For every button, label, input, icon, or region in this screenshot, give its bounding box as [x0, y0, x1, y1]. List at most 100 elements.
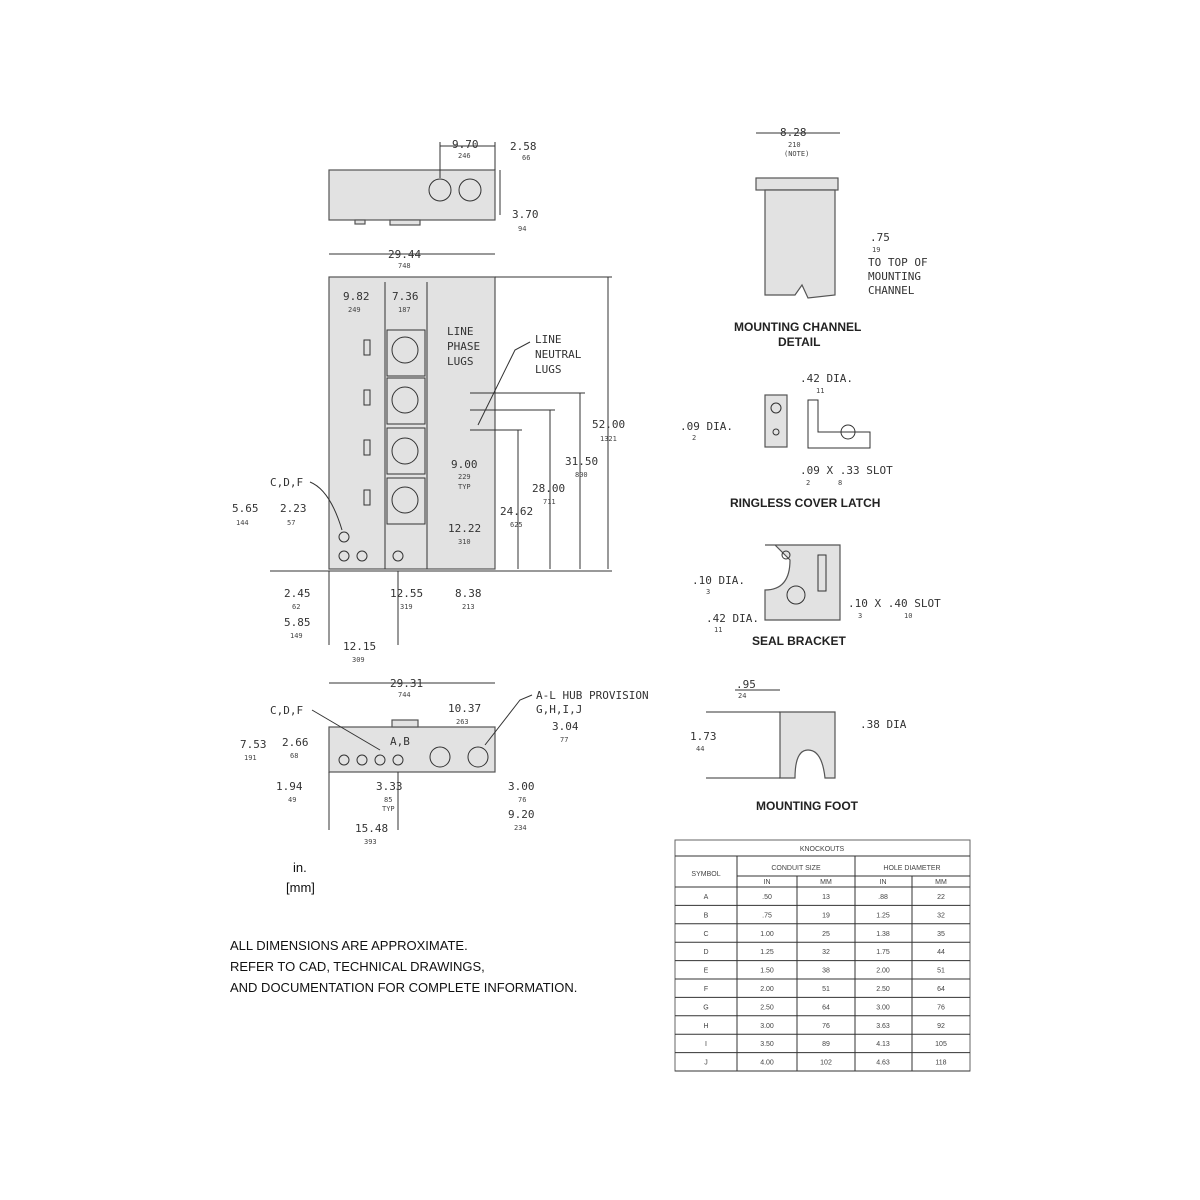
dim-text: 7.53	[240, 738, 267, 751]
label-text: LUGS	[535, 363, 562, 376]
table-cell: 2.50	[760, 1004, 774, 1011]
dim-text: 8	[838, 479, 842, 487]
dim-text: .38 DIA	[860, 718, 907, 731]
dim-text: 57	[287, 519, 295, 527]
dim-text: 12.15	[343, 640, 376, 653]
label-text: G,H,I,J	[536, 703, 582, 716]
table-cell: D	[703, 949, 708, 956]
detail-title: RINGLESS COVER LATCH	[730, 496, 880, 510]
dim-text: 744	[398, 691, 411, 699]
dim-text: 11	[714, 626, 722, 634]
table-cell: 2.00	[760, 986, 774, 993]
dim-text: 310	[458, 538, 471, 546]
table-cell: 89	[822, 1041, 830, 1048]
bottom-view: 29.31 744 10.37 263 A-L HUB PROVISION G,…	[240, 677, 649, 846]
table-header: SYMBOL	[691, 871, 720, 878]
label-text: LINE	[535, 333, 562, 346]
detail-title: MOUNTING FOOT	[756, 799, 859, 813]
dim-text: 3	[858, 612, 862, 620]
label-text: TO TOP OF	[868, 256, 928, 269]
table-cell: 1.38	[876, 931, 890, 938]
dim-text: 2.45	[284, 587, 311, 600]
dim-text: 393	[364, 838, 377, 846]
dim-text: 144	[236, 519, 249, 527]
detail-title: MOUNTING CHANNEL	[734, 320, 861, 334]
dim-text: 2.58	[510, 140, 537, 153]
table-cell: 3.63	[876, 1023, 890, 1030]
table-cell: 64	[822, 1004, 830, 1011]
table-cell: E	[704, 968, 709, 975]
table-cell: 4.00	[760, 1060, 774, 1067]
table-cell: 1.25	[876, 912, 890, 919]
label-text: C,D,F	[270, 704, 303, 717]
dim-text: .10 DIA.	[692, 574, 745, 587]
dim-text: .42 DIA.	[706, 612, 759, 625]
ringless-cover-latch: .42 DIA. 11 .09 DIA. 2 .09 X .33 SLOT 2 …	[680, 372, 893, 510]
dim-text: 246	[458, 152, 471, 160]
dim-text: 191	[244, 754, 257, 762]
table-cell: 1.25	[760, 949, 774, 956]
table-cell: 13	[822, 894, 830, 901]
table-cell: G	[703, 1004, 708, 1011]
dim-text: 19	[872, 246, 880, 254]
dim-text: 10.37	[448, 702, 481, 715]
label-text: PHASE	[447, 340, 480, 353]
knockouts-table: KNOCKOUTS SYMBOL CONDUIT SIZE HOLE DIAME…	[674, 839, 971, 1072]
dim-text: 85	[384, 796, 392, 804]
table-cell: 118	[935, 1060, 946, 1067]
units-inch: in.	[293, 860, 307, 875]
table-cell: 76	[822, 1023, 830, 1030]
front-view: 29.44 748 9.82 249 7.36 187 LINE PHASE L…	[232, 248, 625, 664]
dim-text: 29.31	[390, 677, 423, 690]
dim-text: 77	[560, 736, 568, 744]
label-text: LUGS	[447, 355, 474, 368]
label-text: CHANNEL	[868, 284, 915, 297]
dim-text: .09 DIA.	[680, 420, 733, 433]
table-cell: 35	[937, 931, 945, 938]
dim-text: 149	[290, 632, 303, 640]
table-cell: 4.13	[876, 1041, 890, 1048]
dim-text: 9.20	[508, 808, 535, 821]
label-text: C,D,F	[270, 476, 303, 489]
dim-text: 3.00	[508, 780, 535, 793]
dim-text: 319	[400, 603, 413, 611]
table-cell: A	[704, 894, 709, 901]
dim-text: 748	[398, 262, 411, 270]
note-line: ALL DIMENSIONS ARE APPROXIMATE.	[230, 938, 468, 953]
note-line: REFER TO CAD, TECHNICAL DRAWINGS,	[230, 959, 485, 974]
dim-text: TYP	[382, 805, 395, 813]
dim-text: 3.70	[512, 208, 539, 221]
dim-text: 2.66	[282, 736, 309, 749]
dim-text: 12.22	[448, 522, 481, 535]
dim-text: .10 X .40 SLOT	[848, 597, 941, 610]
dim-text: 94	[518, 225, 526, 233]
dim-text: 24	[738, 692, 746, 700]
table-cell: 1.50	[760, 968, 774, 975]
table-cell: B	[704, 912, 709, 919]
dim-text: 7.36	[392, 290, 419, 303]
table-cell: 92	[937, 1023, 945, 1030]
dim-text: 68	[290, 752, 298, 760]
dim-text: 15.48	[355, 822, 388, 835]
table-cell: 3.50	[760, 1041, 774, 1048]
table-cell: H	[703, 1023, 708, 1030]
dim-text: 28.00	[532, 482, 565, 495]
table-header: MM	[820, 879, 832, 886]
table-cell: 1.75	[876, 949, 890, 956]
table-cell: 44	[937, 949, 945, 956]
table-cell: 2.00	[876, 968, 890, 975]
table-cell: 38	[822, 968, 830, 975]
dim-text: 29.44	[388, 248, 421, 261]
dim-text: 711	[543, 498, 556, 506]
dim-text: 8.38	[455, 587, 482, 600]
mounting-foot: .95 24 1.73 44 .38 DIA MOUNTING FOOT	[690, 678, 907, 813]
table-cell: 3.00	[760, 1023, 774, 1030]
dim-text: 12.55	[390, 587, 423, 600]
table-cell: 25	[822, 931, 830, 938]
table-cell: 102	[820, 1060, 832, 1067]
dim-text: 9.00	[451, 458, 478, 471]
dim-text: 5.65	[232, 502, 259, 515]
dim-text: (NOTE)	[784, 150, 809, 158]
table-cell: 22	[937, 894, 945, 901]
